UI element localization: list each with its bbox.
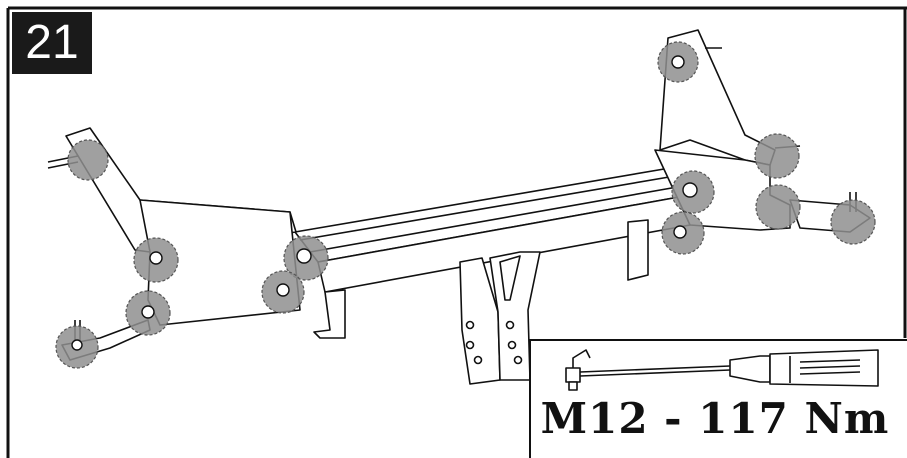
diagram-frame [6, 6, 907, 458]
bolt-heads [71, 55, 698, 351]
torque-spec-label: M12 - 117 Nm [540, 393, 890, 443]
bolt-highlight-marker [754, 133, 800, 179]
bolt-highlight-marker [830, 199, 876, 245]
torque-wrench-icon [565, 349, 879, 391]
torque-inset [529, 339, 907, 458]
bolt-highlight-marker [67, 139, 109, 181]
bolt-highlight-marker [755, 184, 801, 230]
step-number-badge: 21 [12, 12, 92, 74]
hitch-bracket [459, 251, 541, 385]
